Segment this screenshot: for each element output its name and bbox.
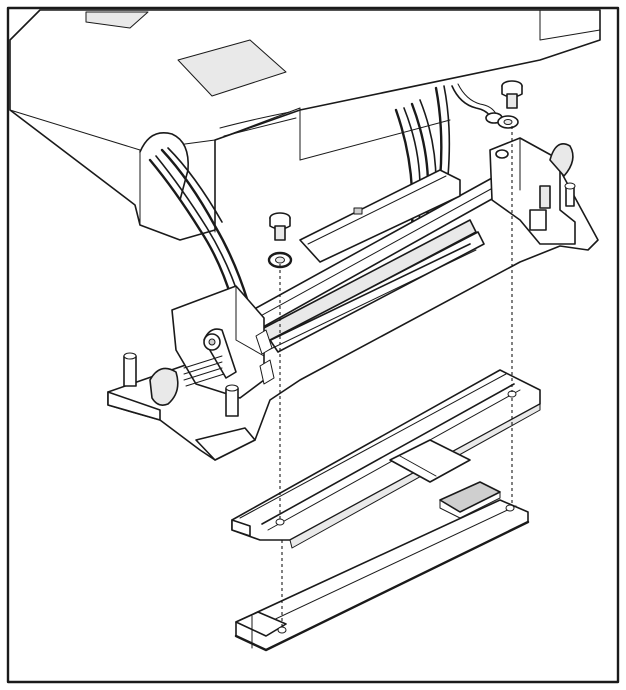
latch-knob-left (149, 367, 179, 406)
cover-panel-left (85, 11, 149, 29)
platen-bar (234, 481, 530, 652)
alignment-lines (279, 126, 513, 628)
screw-right (501, 80, 523, 109)
screw-left (269, 212, 291, 241)
guide-rail (231, 369, 541, 549)
cover-panel-center (177, 39, 287, 97)
spring (183, 355, 225, 387)
latch-knob-right (549, 143, 574, 177)
print-mechanism-frame (107, 137, 599, 461)
